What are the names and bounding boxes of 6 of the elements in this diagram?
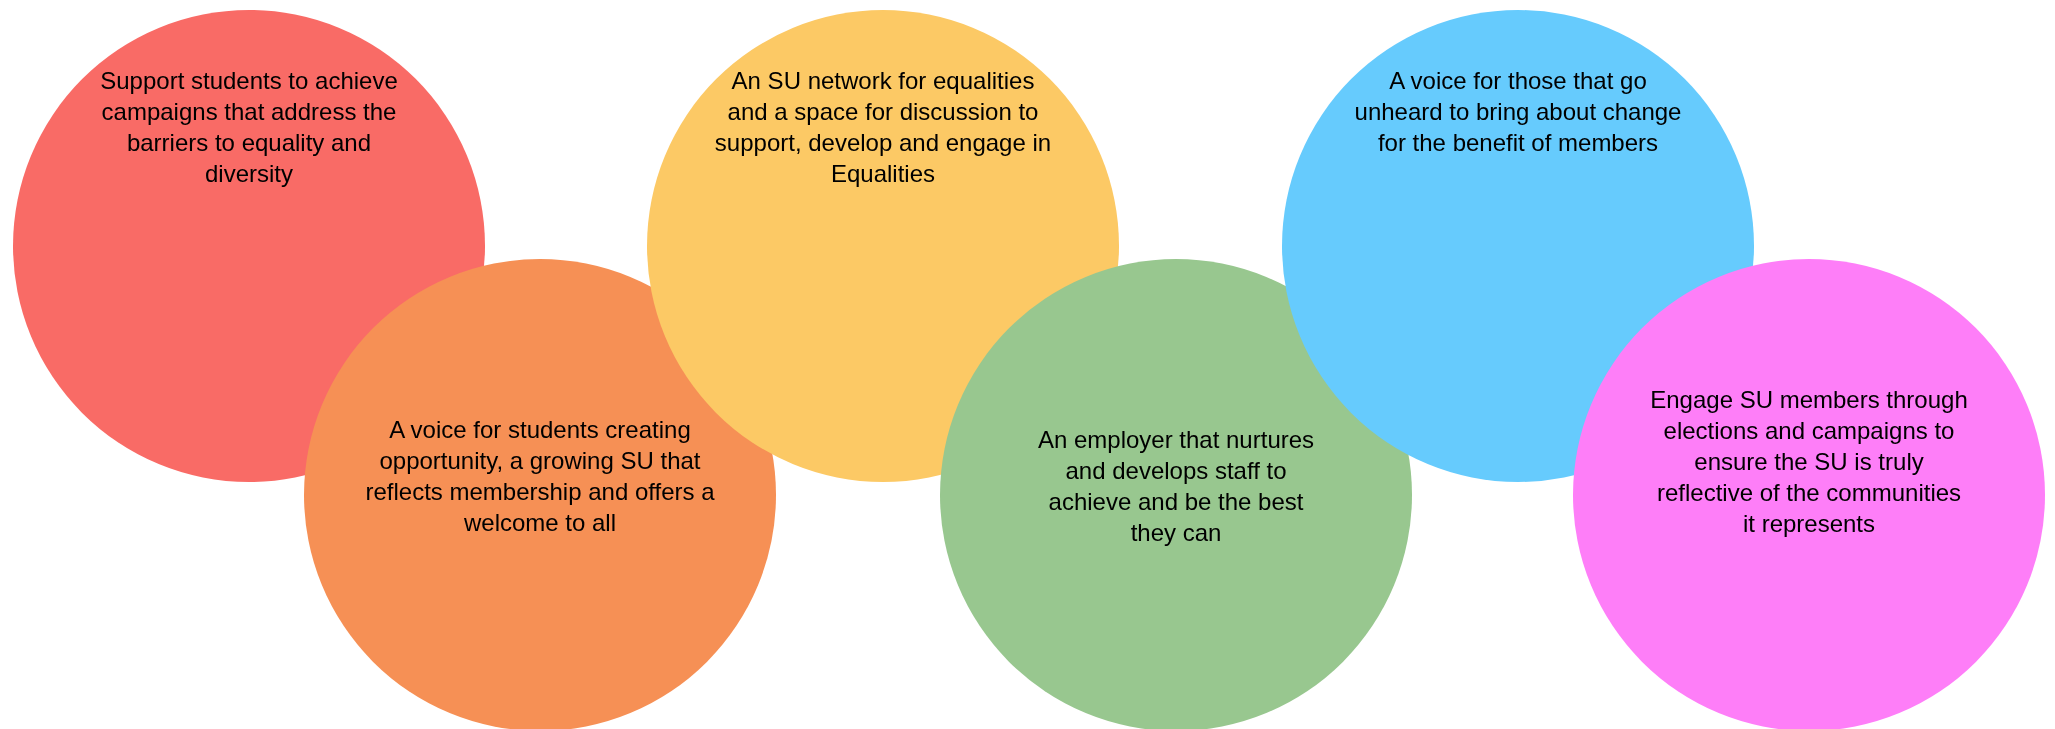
node-text: Engage SU members through elections and campaigns to ensure the SU is truly reflective of the communities it represents	[1649, 385, 1969, 539]
node-text: An SU network for equalities and a space for discussion to support, develop and engage in Equalities	[713, 66, 1053, 189]
node-text: A voice for students creating opportunity, a growing SU that reflects membership and offers a welcome to all	[364, 415, 716, 538]
node-text: Support students to achieve campaigns that address the barriers to equality and diversity	[99, 66, 399, 189]
node-text: A voice for those that go unheard to bring about change for the benefit of members	[1353, 66, 1683, 158]
node-text: An employer that nurtures and develops staff to achieve and be the best they can	[1036, 425, 1316, 548]
